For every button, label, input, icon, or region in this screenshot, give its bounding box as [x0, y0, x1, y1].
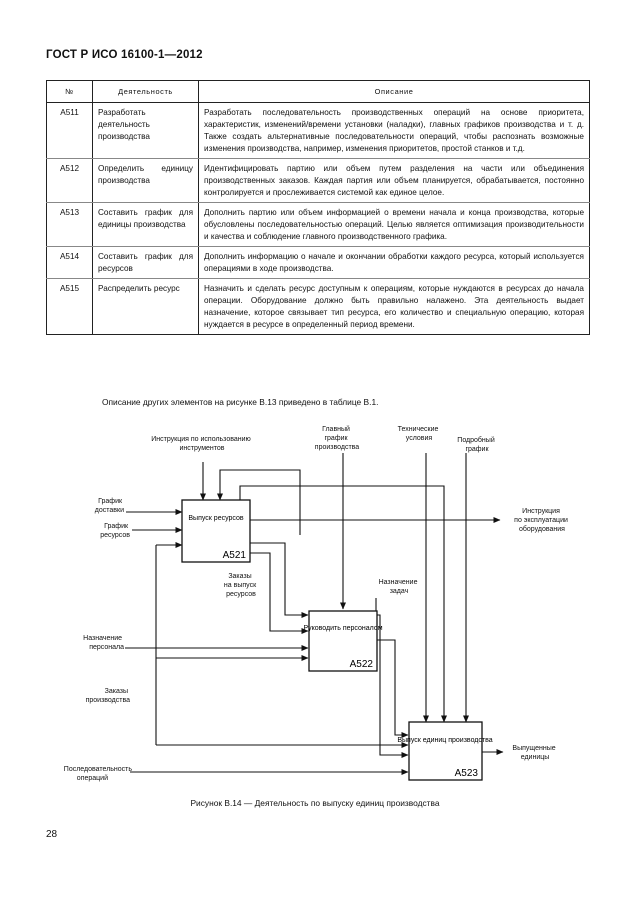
label-delivery-schedule: График доставки: [95, 498, 124, 514]
activity-box-a522: Руководить персоналом A522: [303, 610, 383, 672]
activity-box-a521: Выпуск ресурсов A521: [181, 499, 251, 563]
label-produced-units: Выпущенные единицы: [512, 745, 557, 761]
label-instruction-tools: Инструкция по использованию инструментов: [151, 436, 252, 452]
label-detailed-schedule: Подробный график: [457, 436, 496, 453]
box-title: Руководить персоналом: [303, 625, 382, 632]
activity-code: A514: [46, 246, 93, 279]
activity-name: Разработать деятельность производства: [92, 102, 199, 159]
table-row: A512 Определить единицу производства Иде…: [46, 158, 590, 203]
box-title: Выпуск единиц производства: [397, 737, 492, 744]
table-row: A513 Составить график для единицы произв…: [46, 202, 590, 247]
activity-description: Назначить и сделать ресурс доступным к о…: [198, 278, 590, 335]
table-row: A514 Составить график для ресурсов Допол…: [46, 246, 590, 279]
column-header-description: Описание: [198, 80, 590, 103]
activities-table: № Деятельность Описание A511 Разработать…: [46, 80, 590, 335]
activity-code: A512: [46, 158, 93, 203]
activity-name: Составить график для ресурсов: [92, 246, 199, 279]
figure-caption: Рисунок В.14 — Деятельность по выпуску е…: [190, 798, 440, 808]
activity-description: Дополнить информацию о начале и окончани…: [198, 246, 590, 279]
activity-box-a523: Выпуск единиц производства A523: [397, 721, 493, 781]
box-code: A522: [350, 659, 374, 670]
label-master-schedule: Главный график производства: [315, 425, 360, 451]
label-production-orders: Заказы производства: [86, 688, 131, 704]
label-staff-assignment: Назначение персонала: [83, 635, 124, 651]
box-code: A523: [455, 768, 479, 779]
table-row: A511 Разработать деятельность производст…: [46, 102, 590, 159]
activity-description: Разработать последовательность производс…: [198, 102, 590, 159]
label-task-assignment: Назначение задач: [379, 579, 420, 595]
activity-code: A511: [46, 102, 93, 159]
connector-lines: [125, 453, 504, 775]
activity-description: Дополнить партию или объем информацией о…: [198, 202, 590, 247]
label-resource-orders: Заказы на выпуск ресурсов: [224, 573, 258, 598]
label-technical-conditions: Технические условия: [398, 426, 441, 442]
box-code: A521: [223, 550, 247, 561]
document-header: ГОСТ Р ИСО 16100-1—2012: [46, 49, 203, 61]
box-title: Выпуск ресурсов: [188, 515, 243, 522]
table-row: A515 Распределить ресурс Назначить и сде…: [46, 278, 590, 335]
label-resource-schedule: График ресурсов: [100, 523, 130, 539]
label-operation-instructions: Инструкция по эксплуатации оборудования: [514, 508, 570, 533]
table-reference-note: Описание других элементов на рисунке В.1…: [102, 397, 379, 407]
table-header-row: № Деятельность Описание: [46, 80, 590, 103]
activity-code: A513: [46, 202, 93, 247]
label-operation-sequence: Последовательность операций: [64, 766, 134, 782]
activity-name: Определить единицу производства: [92, 158, 199, 203]
diagram-labels: Инструкция по использованию инструментов…: [64, 425, 570, 782]
page-number: 28: [46, 829, 58, 840]
activity-description: Идентифицировать партию или объем путем …: [198, 158, 590, 203]
